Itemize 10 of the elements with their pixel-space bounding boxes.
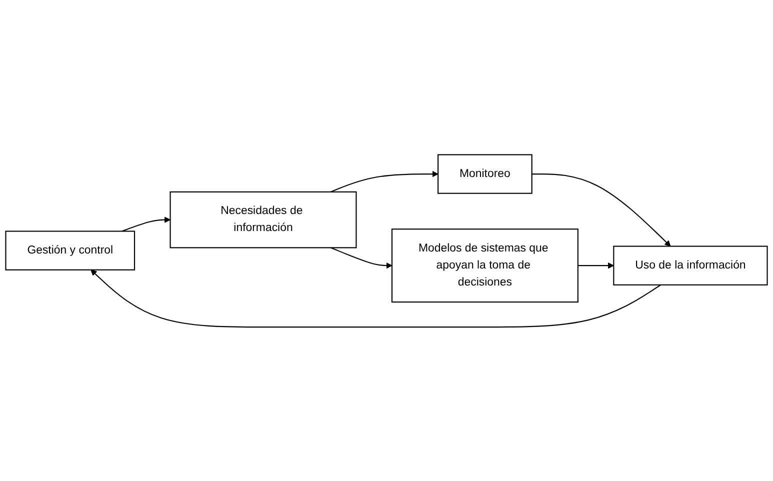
node-box: Uso de la información xyxy=(613,245,768,286)
node-box: Modelos de sistemas que apoyan la toma de decisiones xyxy=(391,228,578,302)
arrow xyxy=(330,170,438,192)
arrow xyxy=(330,246,392,268)
arrow xyxy=(532,173,671,246)
node-box: Necesidades de información xyxy=(170,190,357,248)
arrow xyxy=(90,269,662,328)
node-box: Monitoreo xyxy=(438,154,532,194)
arrow xyxy=(578,262,614,268)
node-box: Gestión y control xyxy=(5,230,136,270)
